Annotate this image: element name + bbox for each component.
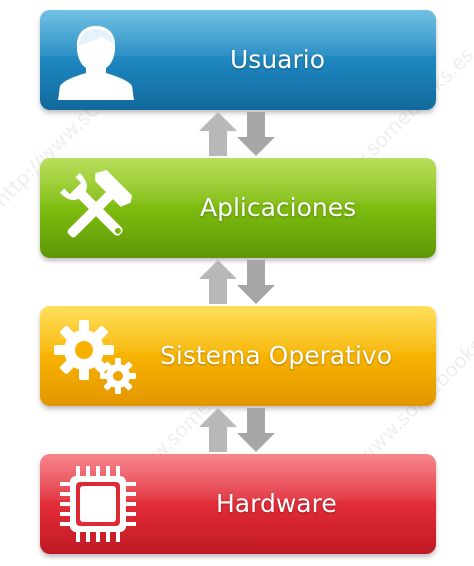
layer-label: Sistema Operativo xyxy=(160,341,393,370)
bidirectional-arrow xyxy=(199,260,275,304)
layer-aplicaciones: Aplicaciones xyxy=(40,158,436,258)
layer-label: Usuario xyxy=(230,45,326,74)
chip-icon xyxy=(60,466,136,542)
bidirectional-arrow xyxy=(199,112,275,156)
gears-icon xyxy=(54,320,136,394)
bidirectional-arrow xyxy=(199,408,275,452)
layer-label: Hardware xyxy=(216,489,337,518)
tools-icon xyxy=(59,170,133,238)
layer-usuario: Usuario xyxy=(40,10,436,110)
layer-sistema-operativo: Sistema Operativo xyxy=(40,306,436,406)
user-icon xyxy=(58,26,134,100)
layer-label: Aplicaciones xyxy=(200,193,357,222)
layer-hardware: Hardware xyxy=(40,454,436,554)
